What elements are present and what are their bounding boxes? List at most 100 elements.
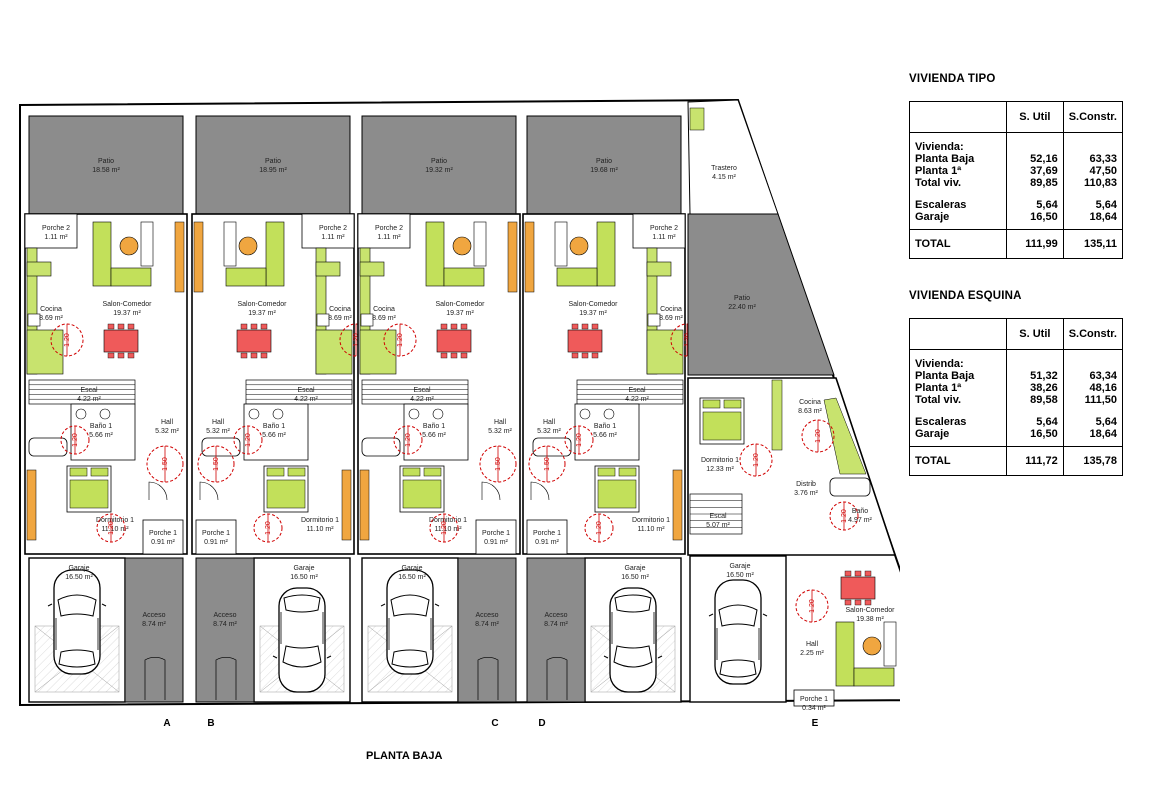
round-table [119, 236, 139, 256]
plan-title: PLANTA BAJA [366, 750, 443, 762]
chair [440, 352, 448, 359]
stove [27, 313, 41, 327]
room-name: Salon-Comedor [845, 607, 895, 614]
chair [571, 323, 579, 330]
dimension-label: 1.20 [815, 429, 822, 443]
sofa-set [223, 221, 285, 287]
kitchen-counter [359, 261, 385, 277]
pillow [723, 399, 742, 409]
room-name: Porche 1 [533, 530, 561, 537]
pillow [287, 467, 306, 477]
chair [864, 599, 872, 606]
constr-value: 5,64 [1095, 416, 1117, 428]
room-name: Hall [543, 419, 556, 426]
table-vivienda-tipo: VIVIENDA TIPO S. Util S.Constr. Vivienda… [909, 73, 1124, 259]
wardrobe [341, 469, 352, 541]
chair [581, 352, 589, 359]
dining-table [567, 329, 603, 353]
room-name: Porche 1 [482, 530, 510, 537]
area-table: S. Util S.Constr. Vivienda: Planta Baja … [909, 318, 1124, 476]
car [708, 579, 768, 685]
chair [117, 352, 125, 359]
dimension-label: 1.50 [544, 457, 551, 471]
room-area: 8.63 m² [798, 408, 822, 415]
room-area: 0.91 m² [204, 539, 228, 546]
room-area: 0.91 m² [151, 539, 175, 546]
room-name: Cocina [329, 306, 351, 313]
room-area: 18.95 m² [259, 167, 287, 174]
bathtub [361, 437, 401, 457]
room-name: Salon-Comedor [435, 301, 485, 308]
room-area: 4.22 m² [77, 396, 101, 403]
dimension-label: 1.50 [162, 457, 169, 471]
room-area: 16.50 m² [621, 574, 649, 581]
door-swing [148, 481, 168, 501]
room-area: 8.69 m² [39, 315, 63, 322]
total-constr: 135,11 [1062, 229, 1124, 259]
room-area: 22.40 m² [728, 304, 756, 311]
room-name: Baño 1 [423, 423, 445, 430]
col-constr: S.Constr. [1062, 101, 1124, 133]
acceso [457, 557, 517, 703]
room-name: Escal [413, 387, 431, 394]
room-area: 5.07 m² [706, 522, 730, 529]
tv-unit [473, 221, 487, 267]
chair [591, 352, 599, 359]
turning-circle [146, 445, 184, 483]
room-name: Baño 1 [90, 423, 112, 430]
car [380, 569, 440, 675]
bathtub [532, 437, 572, 457]
util-value: 37,69 [1030, 165, 1058, 177]
round-table [452, 236, 472, 256]
axis-label-e: E [812, 718, 819, 729]
porche-1 [526, 519, 568, 555]
constr-value: 18,64 [1089, 211, 1117, 223]
room-area: 4.15 m² [712, 174, 736, 181]
stairs [28, 379, 136, 405]
porche-2 [24, 213, 78, 249]
dimension-label: 1.20 [405, 433, 412, 447]
room-name: Patio [265, 158, 281, 165]
sofa [225, 267, 267, 287]
room-area: 1.11 m² [321, 234, 345, 241]
room-area: 5.32 m² [155, 428, 179, 435]
room-name: Porche 2 [650, 225, 678, 232]
room-area: 5.66 m² [593, 432, 617, 439]
wardrobe [26, 469, 37, 541]
sink [272, 408, 284, 420]
group-title: Vivienda: [915, 141, 964, 153]
dimension-label: 1.20 [353, 333, 360, 347]
room-name: Porche 1 [800, 696, 828, 703]
dimension-label: 1.20 [576, 433, 583, 447]
room-area: 19.32 m² [425, 167, 453, 174]
total-util: 111,72 [1006, 446, 1064, 476]
room-name: Porche 2 [319, 225, 347, 232]
row-label: Total viv. [915, 394, 962, 406]
dimension-label: 1.20 [265, 521, 272, 535]
chair [440, 323, 448, 330]
row-label: Total viv. [915, 177, 962, 189]
room-name: Patio [596, 158, 612, 165]
chair [127, 323, 135, 330]
dimension-label: 1.20 [809, 599, 816, 613]
gate [546, 656, 568, 700]
room-area: 2.25 m² [800, 650, 824, 657]
util-value: 5,64 [1036, 416, 1058, 428]
room-name: Porche 1 [149, 530, 177, 537]
total-label: TOTAL [909, 446, 1007, 476]
room-name: Acceso [214, 612, 237, 619]
toilet [75, 408, 87, 420]
dimension-label: 1.20 [441, 521, 448, 535]
pillow [618, 467, 637, 477]
room-name: Cocina [40, 306, 62, 313]
wardrobe [672, 469, 683, 541]
sofa [265, 221, 285, 287]
room-area: 1.11 m² [652, 234, 676, 241]
room-area: 4.22 m² [294, 396, 318, 403]
room-area: 19.37 m² [446, 310, 474, 317]
porche-2 [301, 213, 355, 249]
total-constr: 135,78 [1062, 446, 1124, 476]
